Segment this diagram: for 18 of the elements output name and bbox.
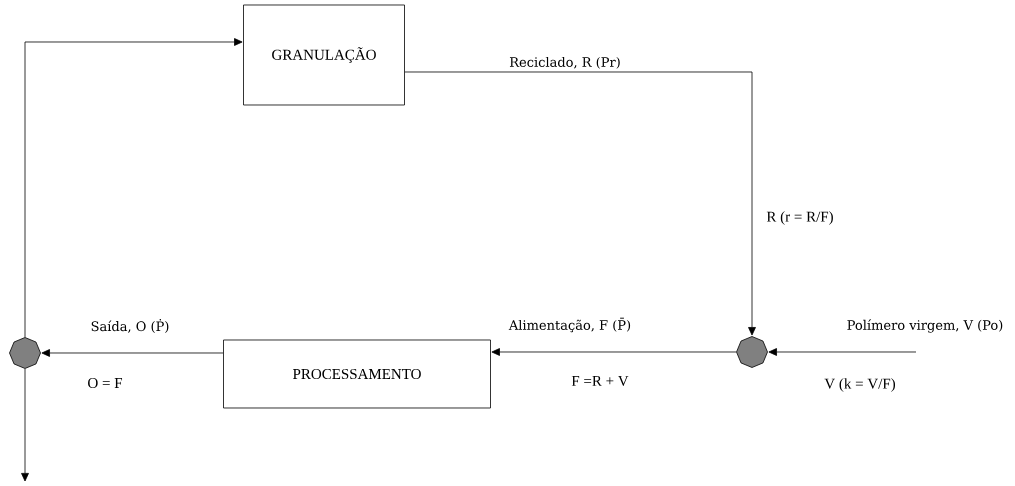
edge-label: Polímero virgem, V (Po) [845,318,1005,334]
arrow [24,38,243,338]
arrow [491,348,737,356]
edge-label: Saída, O (Ṗ) [89,318,171,334]
edge-label: Alimentação, F (P̄) [507,316,633,334]
junction-octagon [9,337,41,369]
flow-label: R (r = R/F) [766,211,833,225]
process-box: PROCESSAMENTO [223,339,491,409]
arrow [41,349,224,357]
arrow [404,71,756,336]
flow-label: O = F [88,377,123,389]
flow-label: V (k = V/F) [824,378,895,392]
process-box: GRANULAÇÃO [243,4,405,106]
edge-label: Reciclado, R (Pr) [508,55,622,70]
junction-octagon [736,336,768,368]
flow-label: F =R + V [571,375,629,386]
arrow [768,348,917,356]
arrow [21,368,29,482]
